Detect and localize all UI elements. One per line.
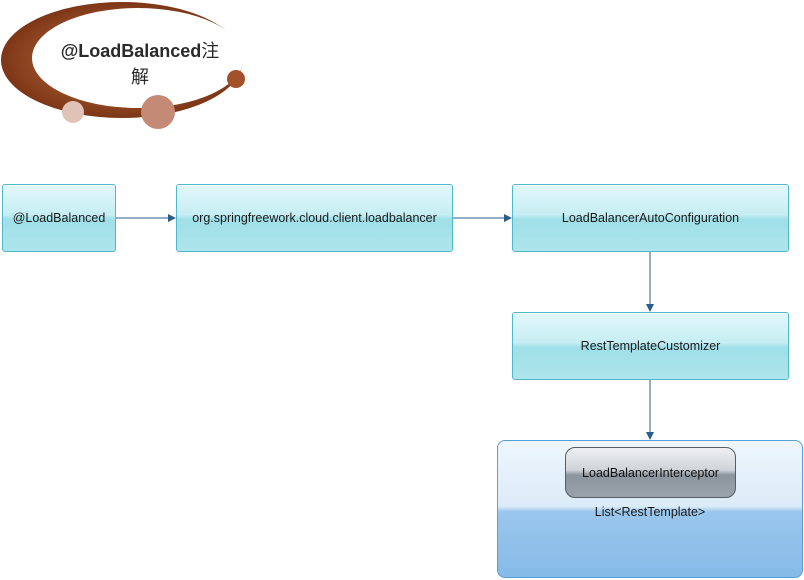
node-label: LoadBalancerInterceptor bbox=[582, 465, 719, 480]
small-orb-right bbox=[227, 70, 245, 88]
node-label: org.springfreework.cloud.client.loadbala… bbox=[192, 211, 437, 225]
title-suffix: 注 bbox=[201, 41, 220, 61]
node-loadbalancer-autoconfiguration[interactable]: LoadBalancerAutoConfiguration bbox=[512, 184, 789, 252]
node-loadbalancer-package[interactable]: org.springfreework.cloud.client.loadbala… bbox=[176, 184, 453, 252]
container-label: List<RestTemplate> bbox=[594, 505, 706, 519]
node-label: @LoadBalanced bbox=[12, 211, 106, 225]
node-label: LoadBalancerAutoConfiguration bbox=[561, 211, 740, 225]
page-title: @LoadBalanced注 解 bbox=[55, 38, 225, 90]
small-orb-left bbox=[62, 101, 84, 123]
node-resttemplate-customizer[interactable]: RestTemplateCustomizer bbox=[512, 312, 789, 380]
node-label: RestTemplateCustomizer bbox=[580, 339, 721, 353]
title-main: @LoadBalanced bbox=[60, 41, 202, 61]
node-loadbalancer-interceptor[interactable]: LoadBalancerInterceptor bbox=[565, 447, 736, 498]
title-line2: 解 bbox=[131, 67, 149, 87]
title-ellipse-decoration bbox=[1, 2, 245, 129]
large-orb-bottom bbox=[141, 95, 175, 129]
node-loadbalanced-annotation[interactable]: @LoadBalanced bbox=[2, 184, 116, 252]
